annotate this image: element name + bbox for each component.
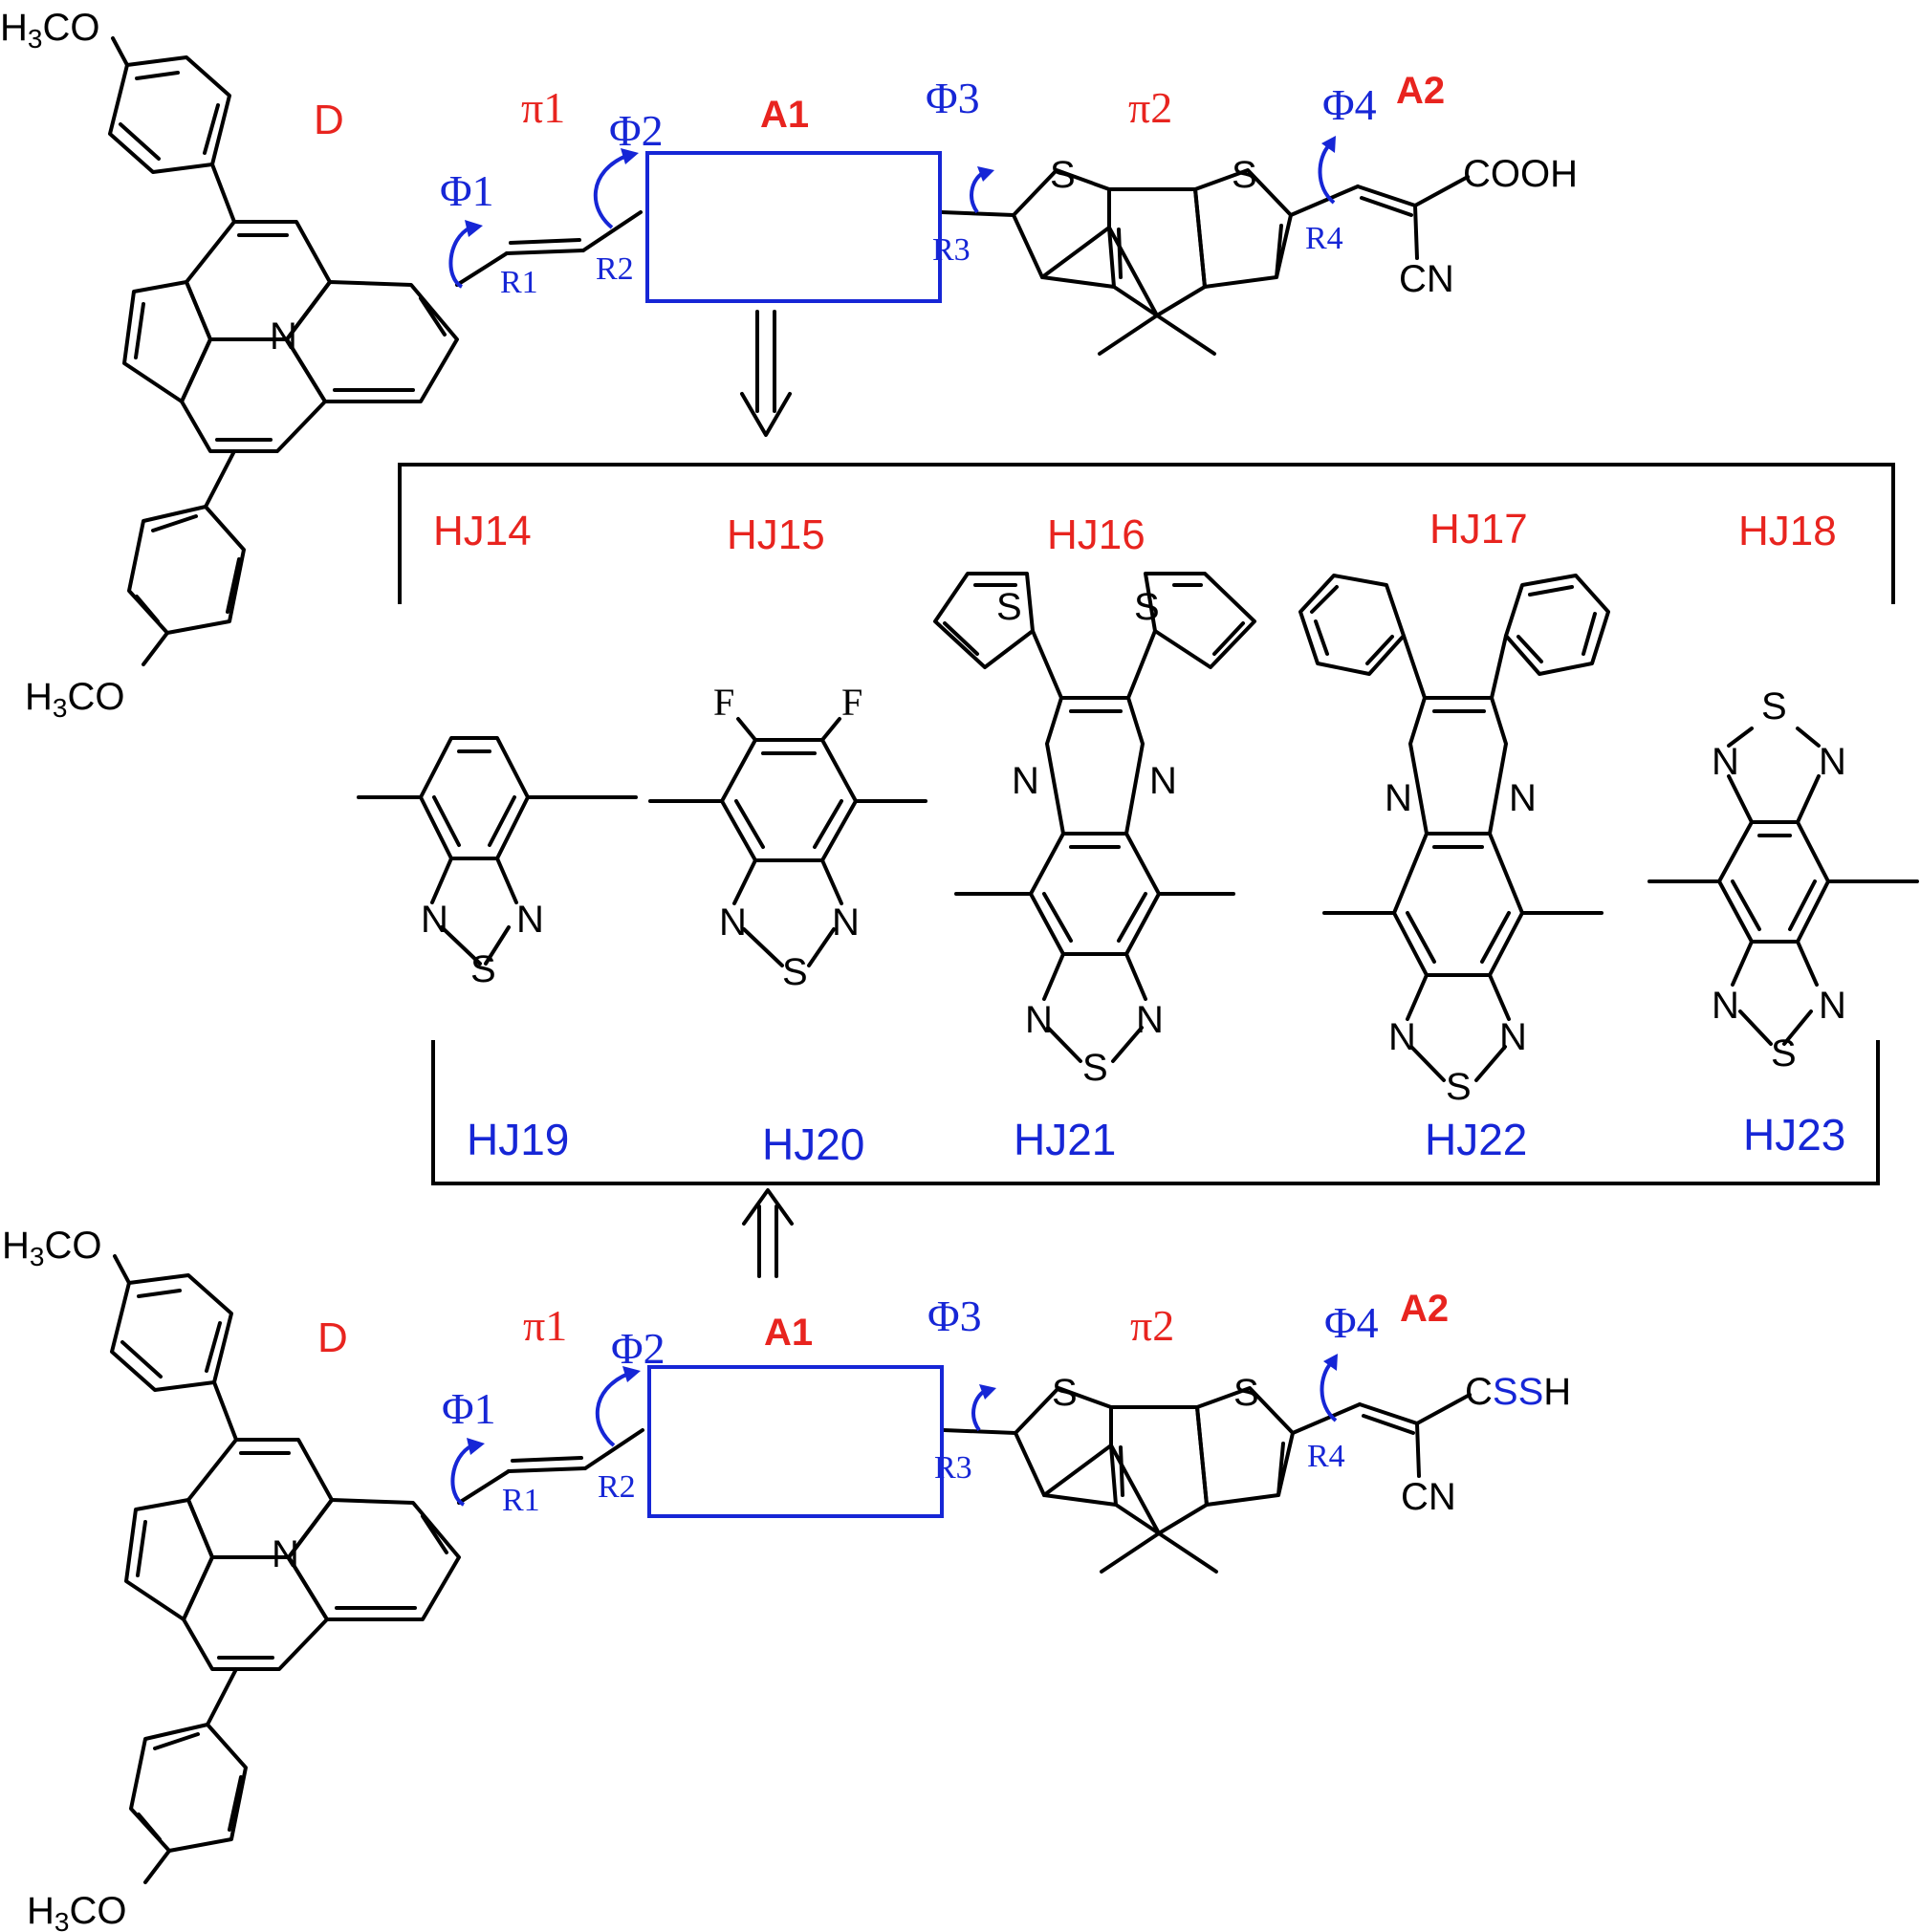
acceptor-dithienyl-thiadiazoloquinoxaline: S S N N N N S [933,572,1256,1089]
r1-label: R1 [500,265,538,300]
bbt-n-bottom-left: N [1712,985,1739,1027]
cyano-group-2: CN [1401,1476,1456,1518]
up-double-arrow [742,1188,794,1278]
core-nitrogen: N [270,315,297,358]
dye-label-hj16: HJ16 [1047,511,1145,558]
acceptor-diphenyl-thiadiazoloquinoxaline: N N N N S [1298,574,1610,1108]
fbtd-n-right: N [832,901,860,944]
r4-label: R4 [1305,221,1343,256]
methoxy-top-label-2: H3CO [2,1225,101,1271]
dpq-tdz-s: S [1446,1066,1472,1108]
phi2-label-2: Φ2 [611,1324,665,1373]
quinox-n-left: N [1012,760,1039,802]
a1-label-2: A1 [764,1312,813,1354]
fbtd-n-left: N [719,901,747,944]
acceptor-benzobisthiadiazole: S N N N N S [1647,685,1919,1075]
r3-label: R3 [932,232,971,268]
lower-bracket [431,1040,1880,1185]
phi1-rotation-arrow [448,226,472,289]
a1-acceptor-box [645,151,942,303]
dye-label-hj22: HJ22 [1425,1115,1527,1164]
phi4-rotation-arrow-2 [1320,1361,1338,1422]
bbt-n-top-right: N [1819,741,1846,783]
thiophene-sulfur-1: S [1050,154,1076,196]
dpq-n-right: N [1509,777,1537,819]
btd-s: S [470,948,496,990]
dithioic-anchor: CSSH [1465,1371,1571,1413]
phi4-rotation-arrow [1318,143,1336,205]
a1-label: A1 [760,94,809,136]
dpq-n-left: N [1385,777,1412,819]
dye-label-hj19: HJ19 [467,1115,569,1164]
tdq-n-right: N [1136,999,1164,1041]
btd-n-right: N [516,899,544,941]
top-molecule: H3CO H3CO N S S COOH CN D π1 A1 π2 A2 Φ1… [0,7,1578,723]
dye-label-hj18: HJ18 [1738,508,1837,554]
cyano-group: CN [1399,258,1454,300]
r2-label: R2 [596,251,634,287]
cssh-dye-labels: HJ19 HJ20 HJ21 HJ22 HJ23 [467,1110,1845,1169]
phi3-label: Φ3 [926,74,980,122]
dye-label-hj23: HJ23 [1743,1110,1845,1160]
phi3-label-2: Φ3 [927,1292,982,1340]
dye-label-hj14: HJ14 [433,508,532,554]
methoxy-top-label: H3CO [0,7,99,54]
anchor-group: COOH [1463,153,1578,195]
donor-label: D [314,97,344,143]
donor-label-2: D [317,1314,348,1361]
r1-label-2: R1 [502,1483,540,1518]
bbt-s-top: S [1761,685,1787,727]
dpq-tdz-n-left: N [1388,1016,1416,1058]
dye-label-hj15: HJ15 [727,511,825,558]
methoxy-bottom-label-2: H3CO [27,1890,126,1932]
down-double-arrow [740,310,792,437]
phi4-label-2: Φ4 [1324,1298,1379,1347]
acceptor-difluorobenzothiadiazole: F F N N S [648,681,927,993]
tdq-n-left: N [1025,999,1053,1041]
dpq-tdz-n-right: N [1499,1016,1527,1058]
phi1-label: Φ1 [440,166,494,215]
fbtd-s: S [782,951,808,993]
phi1-rotation-arrow-2 [450,1444,474,1507]
r3-label-2: R3 [934,1450,972,1486]
thiophene-sulfur-2b: S [1233,1372,1259,1414]
fluorine-right: F [841,681,862,724]
dye-label-hj17: HJ17 [1429,506,1528,553]
pi1-label: π1 [521,83,565,132]
thiophene-sulfur-2: S [1232,154,1257,196]
phi4-label: Φ4 [1322,80,1377,129]
thienyl-s-right: S [1134,586,1160,628]
a2-label: A2 [1396,70,1445,112]
quinox-n-right: N [1149,760,1177,802]
methoxy-bottom-label: H3CO [25,676,124,723]
upper-bracket [398,463,1895,604]
pi2-label: π2 [1128,83,1172,132]
dye-label-hj20: HJ20 [762,1119,864,1169]
bbt-n-bottom-right: N [1819,985,1846,1027]
cooh-dye-labels: HJ14 HJ15 HJ16 HJ17 HJ18 [433,506,1837,558]
acceptor-benzothiadiazole: N N S [357,736,638,990]
r4-label-2: R4 [1307,1439,1345,1474]
pi1-label-2: π1 [523,1301,567,1350]
phi2-rotation-arrow-2 [595,1372,629,1447]
phi1-label-2: Φ1 [442,1384,496,1433]
a2-label-2: A2 [1400,1288,1449,1330]
thiophene-sulfur-1b: S [1052,1372,1078,1414]
bottom-molecule: H3CO H3CO N S S CSSH CN D π1 A1 π2 A2 Φ1… [2,1225,1571,1932]
thienyl-s-left: S [996,586,1022,628]
fluorine-left: F [713,681,734,724]
core-nitrogen-2: N [272,1533,299,1575]
bbt-s-bottom: S [1771,1032,1797,1075]
bbt-n-top-left: N [1712,741,1739,783]
btd-n-left: N [421,899,448,941]
pi2-label-2: π2 [1130,1301,1174,1350]
phi2-rotation-arrow [593,154,627,229]
r2-label-2: R2 [598,1469,636,1505]
dye-label-hj21: HJ21 [1014,1115,1116,1164]
a1-acceptor-box-2 [647,1365,944,1518]
tdq-s: S [1082,1047,1108,1089]
phi2-label: Φ2 [609,106,664,155]
